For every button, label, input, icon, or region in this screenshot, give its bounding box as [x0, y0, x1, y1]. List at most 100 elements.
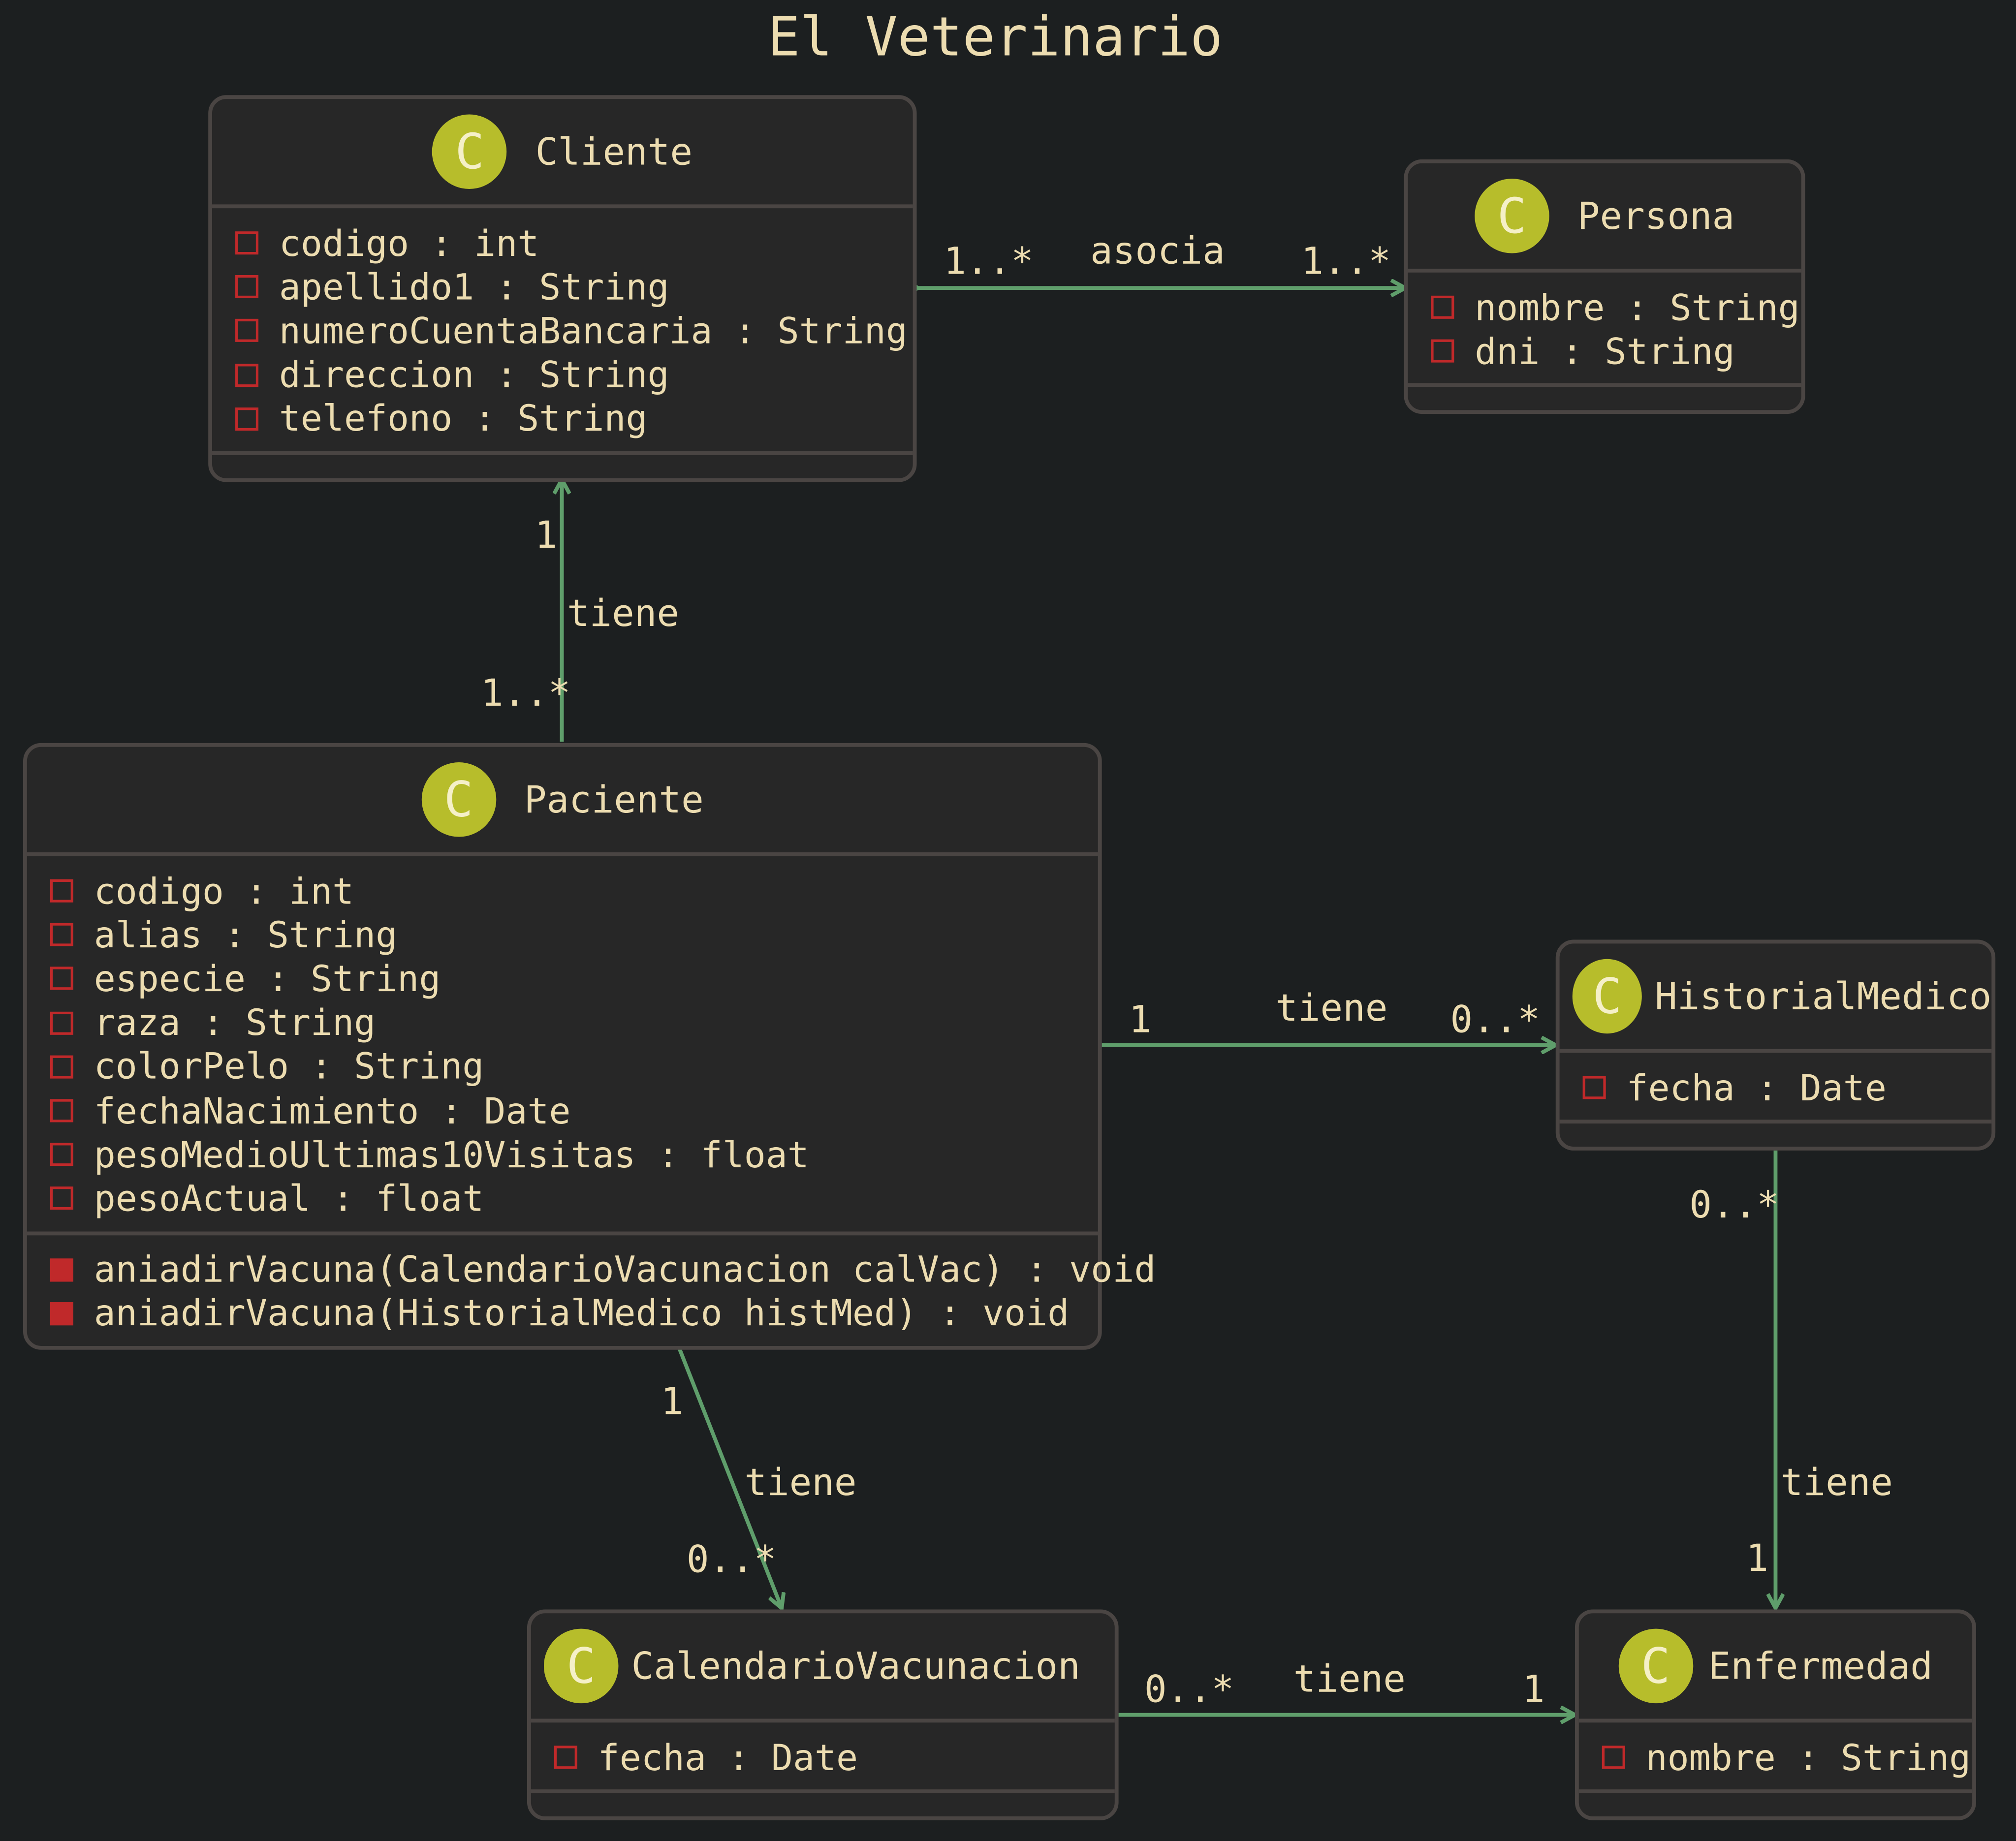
field-text: fechaNacimiento : Date: [94, 1089, 571, 1132]
class-name: CalendarioVacunacion: [631, 1644, 1080, 1688]
class-name: Enfermedad: [1708, 1644, 1933, 1688]
class-icon: C: [1572, 959, 1642, 1034]
field-text: direccion : String: [279, 353, 669, 396]
class-icon: C: [421, 762, 496, 837]
field-text: telefono : String: [279, 398, 648, 440]
field-row: nombre : String: [1602, 1735, 1972, 1779]
class-calendario-vacunacion[interactable]: C CalendarioVacunacion fecha : Date: [527, 1609, 1119, 1821]
link-paciente-historial-mult-from: 1: [1129, 998, 1152, 1041]
private-field-icon: [50, 1099, 73, 1123]
class-persona-fields: nombre : String dni : String: [1408, 273, 1801, 388]
field-row: numeroCuentaBancaria : String: [235, 309, 913, 353]
private-field-icon: [235, 319, 259, 343]
class-icon: C: [543, 1628, 619, 1704]
field-row: fecha : Date: [554, 1735, 1115, 1779]
field-row: codigo : int: [50, 869, 1098, 913]
link-cliente-persona-mult-to: 1..*: [1301, 239, 1391, 282]
class-icon: C: [1474, 179, 1549, 253]
field-text: fecha : Date: [1626, 1066, 1887, 1109]
link-paciente-calendario-label: tiene: [744, 1461, 856, 1504]
class-cliente-methods: [212, 455, 913, 478]
class-paciente-header: C Paciente: [27, 747, 1098, 856]
link-historial-enfermedad-mult-to: 1: [1746, 1536, 1768, 1580]
method-text: aniadirVacuna(HistorialMedico histMed) :…: [94, 1292, 1070, 1335]
class-paciente[interactable]: C Paciente codigo : int alias : String e…: [23, 743, 1156, 1350]
private-field-icon: [554, 1746, 577, 1769]
field-text: pesoActual : float: [94, 1177, 484, 1220]
private-field-icon: [235, 363, 259, 387]
class-paciente-methods: aniadirVacuna(CalendarioVacunacion calVa…: [27, 1235, 1156, 1346]
field-text: codigo : int: [279, 221, 539, 265]
field-text: dni : String: [1475, 330, 1735, 373]
private-field-icon: [50, 967, 73, 991]
field-row: pesoActual : float: [50, 1177, 1098, 1220]
diagram-title: El Veterinario: [767, 5, 1223, 68]
class-historial-medico-header: C HistorialMedico: [1559, 943, 1992, 1053]
class-enfermedad-fields: nombre : String: [1578, 1722, 1973, 1794]
link-paciente-calendario: [677, 1346, 782, 1608]
field-row: raza : String: [50, 1001, 1098, 1045]
link-cliente-persona-label: asocia: [1090, 229, 1225, 273]
class-name: HistorialMedico: [1655, 974, 1992, 1018]
class-name: Persona: [1577, 194, 1735, 238]
class-cliente-fields: codigo : int apellido1 : String numeroCu…: [212, 208, 913, 455]
field-row: apellido1 : String: [235, 265, 913, 309]
link-paciente-calendario-mult-to: 0..*: [687, 1538, 776, 1581]
class-enfermedad-header: C Enfermedad: [1578, 1613, 1973, 1723]
class-cliente[interactable]: C Cliente codigo : int apellido1 : Strin…: [208, 95, 917, 482]
private-field-icon: [50, 1011, 73, 1034]
field-row: fechaNacimiento : Date: [50, 1089, 1098, 1132]
class-icon: C: [432, 114, 507, 189]
class-cliente-header: C Cliente: [212, 99, 913, 209]
class-historial-medico-methods: [1560, 1124, 1992, 1147]
class-name: Cliente: [535, 129, 693, 174]
private-field-icon: [50, 1055, 73, 1079]
field-row: alias : String: [50, 913, 1098, 957]
private-field-icon: [1431, 340, 1454, 363]
field-text: fecha : Date: [598, 1736, 858, 1779]
field-row: nombre : String: [1431, 285, 1801, 329]
private-field-icon: [1582, 1076, 1606, 1099]
private-method-icon: [50, 1258, 73, 1281]
class-calendario-vacunacion-header: C CalendarioVacunacion: [531, 1613, 1115, 1723]
class-icon: C: [1618, 1628, 1693, 1704]
class-persona-methods: [1408, 387, 1801, 410]
field-row: fecha : Date: [1582, 1066, 1992, 1110]
field-row: pesoMedioUltimas10Visitas : float: [50, 1133, 1098, 1177]
field-row: codigo : int: [235, 221, 913, 265]
field-row: telefono : String: [235, 397, 913, 441]
field-text: numeroCuentaBancaria : String: [279, 310, 908, 352]
field-text: especie : String: [94, 958, 441, 1000]
private-field-icon: [1431, 296, 1454, 319]
method-row: aniadirVacuna(CalendarioVacunacion calVa…: [50, 1248, 1156, 1291]
field-text: nombre : String: [1645, 1736, 1971, 1779]
link-historial-enfermedad-label: tiene: [1781, 1461, 1893, 1504]
class-calendario-vacunacion-methods: [531, 1794, 1115, 1817]
field-text: raza : String: [94, 1001, 376, 1044]
link-historial-enfermedad-mult-from: 0..*: [1689, 1183, 1779, 1226]
private-field-icon: [1602, 1746, 1625, 1769]
class-enfermedad[interactable]: C Enfermedad nombre : String: [1575, 1609, 1976, 1821]
class-enfermedad-methods: [1579, 1794, 1972, 1817]
link-cliente-persona-mult-from: 1..*: [944, 239, 1033, 282]
private-field-icon: [50, 923, 73, 947]
link-calendario-enfermedad-mult-to: 1: [1522, 1668, 1545, 1711]
class-paciente-fields: codigo : int alias : String especie : St…: [27, 856, 1098, 1235]
field-row: direccion : String: [235, 353, 913, 397]
private-field-icon: [235, 231, 259, 255]
method-text: aniadirVacuna(CalendarioVacunacion calVa…: [94, 1248, 1156, 1291]
field-text: colorPelo : String: [94, 1045, 484, 1088]
link-calendario-enfermedad-mult-from: 0..*: [1144, 1668, 1234, 1711]
field-row: especie : String: [50, 957, 1098, 1000]
link-paciente-cliente-mult-from: 1..*: [481, 671, 570, 715]
field-text: pesoMedioUltimas10Visitas : float: [94, 1133, 809, 1176]
private-field-icon: [50, 1187, 73, 1211]
class-persona[interactable]: C Persona nombre : String dni : String: [1404, 159, 1805, 415]
private-field-icon: [50, 879, 73, 903]
class-historial-medico-fields: fecha : Date: [1559, 1053, 1992, 1124]
link-paciente-historial-mult-to: 0..*: [1450, 998, 1540, 1041]
class-historial-medico[interactable]: C HistorialMedico fecha : Date: [1555, 939, 1996, 1151]
field-text: alias : String: [94, 913, 398, 956]
